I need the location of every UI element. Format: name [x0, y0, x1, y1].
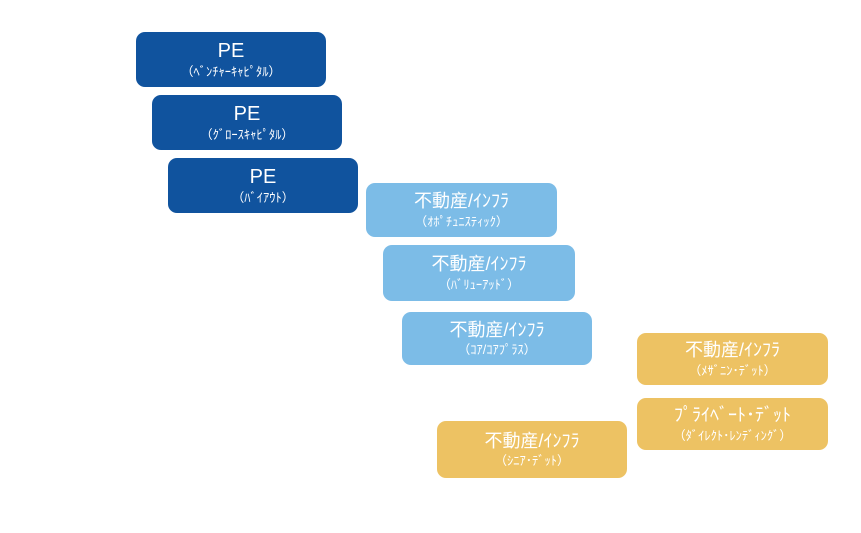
box-sub-label: （ﾒｻﾞﾆﾝ･ﾃﾞｯﾄ）: [688, 363, 777, 378]
box-sub-label: （ｼﾆｱ･ﾃﾞｯﾄ）: [494, 454, 570, 469]
box-sub-label: （ｸﾞﾛｰｽｷｬﾋﾟﾀﾙ）: [200, 128, 294, 143]
box-sub-label: （ﾀﾞｲﾚｸﾄ･ﾚﾝﾃﾞｨﾝｸﾞ）: [673, 428, 792, 443]
box-main-label: ﾌﾟﾗｲﾍﾞｰﾄ･ﾃﾞｯﾄ: [674, 405, 791, 426]
box-main-label: 不動産/ｲﾝﾌﾗ: [413, 191, 509, 212]
box-sub-label: （ｺｱ/ｺｱﾌﾟﾗｽ）: [457, 343, 537, 358]
box-main-label: 不動産/ｲﾝﾌﾗ: [684, 340, 780, 361]
box-sub-label: （ﾊﾞﾘｭｰｱｯﾄﾞ）: [438, 277, 520, 292]
box-realestate-infra-mezzanine-debt: 不動産/ｲﾝﾌﾗ （ﾒｻﾞﾆﾝ･ﾃﾞｯﾄ）: [637, 333, 828, 385]
box-pe-buyout: PE （ﾊﾞｲｱｳﾄ）: [168, 158, 358, 213]
box-main-label: 不動産/ｲﾝﾌﾗ: [484, 430, 580, 451]
box-realestate-infra-core-coreplus: 不動産/ｲﾝﾌﾗ （ｺｱ/ｺｱﾌﾟﾗｽ）: [402, 312, 592, 365]
box-realestate-infra-senior-debt: 不動産/ｲﾝﾌﾗ （ｼﾆｱ･ﾃﾞｯﾄ）: [437, 421, 627, 478]
box-main-label: 不動産/ｲﾝﾌﾗ: [431, 254, 527, 275]
box-main-label: 不動産/ｲﾝﾌﾗ: [449, 319, 545, 340]
box-main-label: PE: [217, 40, 245, 63]
box-private-debt-direct-lending: ﾌﾟﾗｲﾍﾞｰﾄ･ﾃﾞｯﾄ （ﾀﾞｲﾚｸﾄ･ﾚﾝﾃﾞｨﾝｸﾞ）: [637, 398, 828, 450]
box-pe-growth-capital: PE （ｸﾞﾛｰｽｷｬﾋﾟﾀﾙ）: [152, 95, 342, 150]
box-realestate-infra-value-add: 不動産/ｲﾝﾌﾗ （ﾊﾞﾘｭｰｱｯﾄﾞ）: [383, 245, 575, 301]
box-main-label: PE: [233, 103, 261, 126]
box-realestate-infra-opportunistic: 不動産/ｲﾝﾌﾗ （ｵﾎﾟﾁｭﾆｽﾃｨｯｸ）: [366, 183, 557, 237]
box-pe-venture-capital: PE （ﾍﾞﾝﾁｬｰｷｬﾋﾟﾀﾙ）: [136, 32, 326, 87]
box-main-label: PE: [249, 166, 277, 189]
box-sub-label: （ﾊﾞｲｱｳﾄ）: [231, 191, 295, 206]
box-sub-label: （ﾍﾞﾝﾁｬｰｷｬﾋﾟﾀﾙ）: [180, 65, 281, 80]
box-sub-label: （ｵﾎﾟﾁｭﾆｽﾃｨｯｸ）: [414, 214, 509, 229]
